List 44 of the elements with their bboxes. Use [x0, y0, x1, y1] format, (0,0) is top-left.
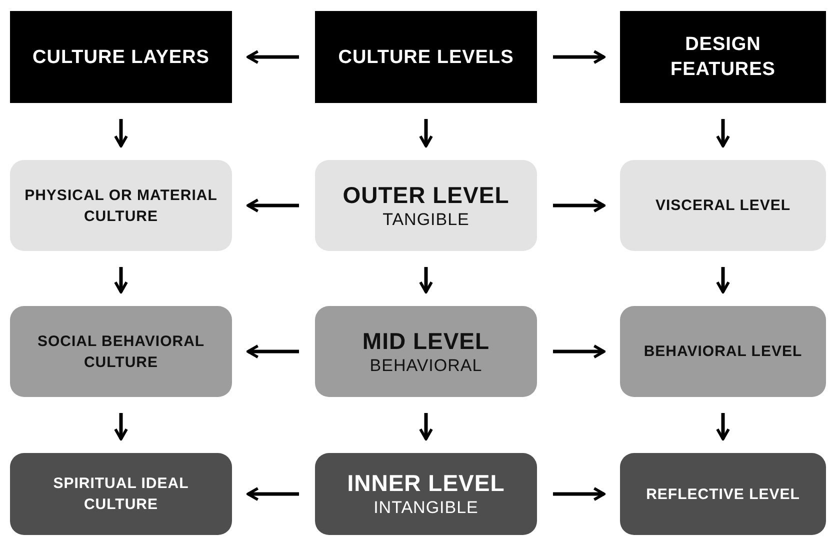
arrow — [553, 487, 606, 501]
header-box — [315, 11, 537, 103]
box-label: VISCERAL LEVEL — [655, 196, 791, 216]
arrow — [716, 267, 730, 294]
level-subtitle: BEHAVIORAL — [370, 354, 482, 376]
arrow — [716, 413, 730, 440]
box-label: SOCIAL BEHAVIORAL CULTURE — [36, 332, 206, 372]
level-box — [620, 453, 826, 535]
level-box — [10, 160, 232, 251]
arrow — [246, 344, 299, 358]
arrow — [114, 413, 128, 440]
arrow — [553, 344, 606, 358]
level-box — [620, 160, 826, 251]
box-label: REFLECTIVE LEVEL — [646, 484, 800, 504]
level-box — [620, 306, 826, 397]
header-box — [10, 11, 232, 103]
arrow — [553, 198, 606, 212]
arrow — [246, 50, 299, 64]
level-subtitle: INTANGIBLE — [374, 497, 478, 519]
box-label: CULTURE LEVELS — [338, 46, 514, 70]
level-title: MID LEVEL — [362, 326, 490, 354]
arrow — [246, 487, 299, 501]
level-box — [10, 453, 232, 535]
arrow — [114, 119, 128, 148]
arrow — [114, 267, 128, 294]
arrow — [419, 413, 433, 440]
level-box — [315, 453, 537, 535]
header-box — [620, 11, 826, 103]
box-label: PHYSICAL OR MATERIAL CULTURE — [24, 186, 218, 226]
level-box — [315, 160, 537, 251]
box-label: CULTURE LAYERS — [32, 46, 210, 70]
level-subtitle: TANGIBLE — [382, 208, 470, 230]
level-title: OUTER LEVEL — [342, 180, 510, 208]
arrow — [246, 198, 299, 212]
arrow — [553, 50, 606, 64]
arrow — [419, 267, 433, 294]
level-box — [10, 306, 232, 397]
level-box — [315, 306, 537, 397]
box-label: BEHAVIORAL LEVEL — [644, 342, 802, 362]
box-label: DESIGN FEATURES — [670, 33, 776, 82]
arrow — [419, 119, 433, 148]
arrow — [716, 119, 730, 148]
level-title: INNER LEVEL — [347, 469, 505, 497]
box-label: SPIRITUAL IDEAL CULTURE — [52, 474, 190, 515]
